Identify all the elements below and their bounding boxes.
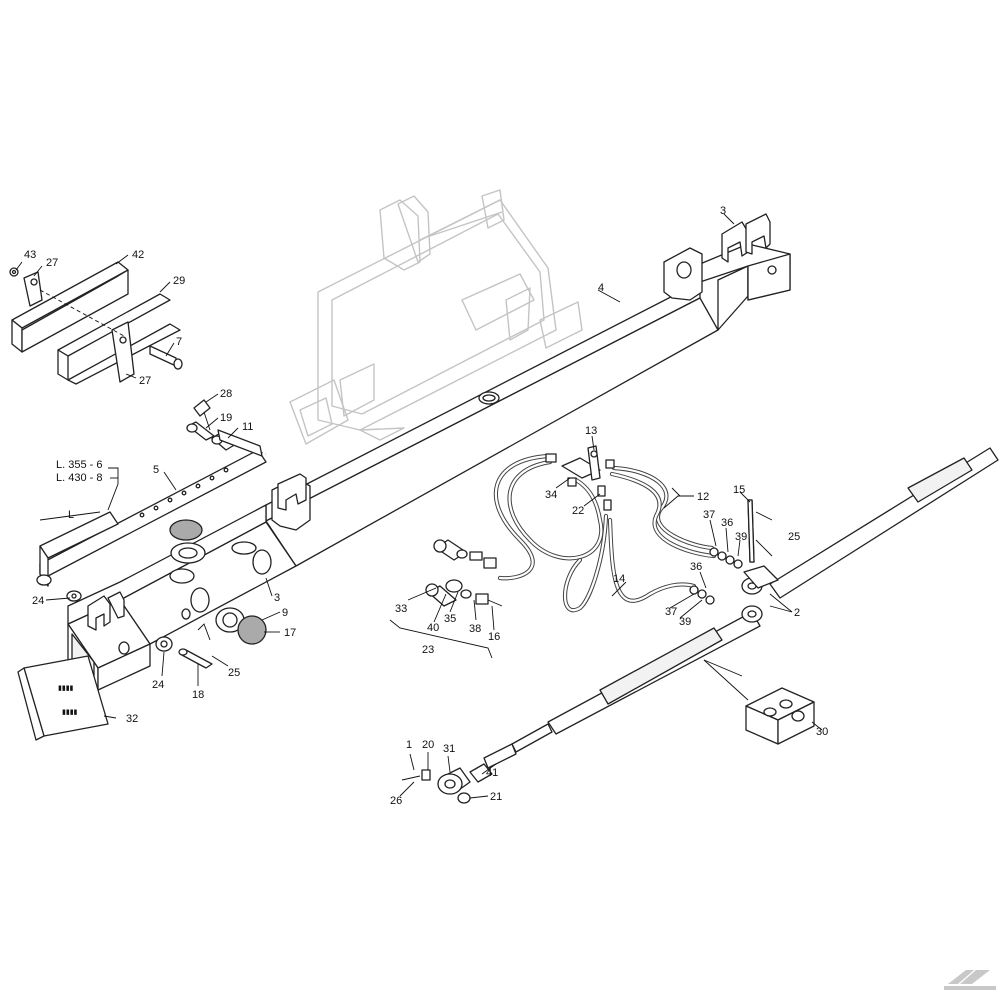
pin-18-washer-24 [155, 623, 213, 669]
callout-42: 42 [132, 249, 144, 261]
main-beam-4 [265, 213, 791, 567]
callout-41: 41 [486, 767, 498, 779]
bracket-assembly-42-29 [9, 261, 183, 385]
callout-25: 25 [228, 667, 240, 679]
hydraulic-hoses-12-14 [493, 453, 717, 613]
callout-3: 3 [720, 205, 726, 217]
callout-labels: 43 27 42 29 7 27 28 19 11 L. 355 - 6 L. … [24, 205, 828, 807]
callout-16: 16 [488, 631, 500, 643]
leader-lines [15, 213, 823, 799]
cover-32: ▮▮▮▮ ▮▮▮▮ [17, 655, 109, 741]
front-tube-3 [67, 504, 297, 691]
callout-24: 24 [152, 679, 164, 691]
callout-length-2: L. 430 - 8 [56, 472, 102, 484]
callout-35: 35 [444, 613, 456, 625]
callout-26: 26 [390, 795, 402, 807]
callout-43: 43 [24, 249, 36, 261]
callout-12: 12 [697, 491, 709, 503]
callout-32: 32 [126, 713, 138, 725]
callout-24: 24 [32, 595, 44, 607]
callout-38: 38 [469, 623, 481, 635]
callout-21: 21 [490, 791, 502, 803]
callout-36: 36 [721, 517, 733, 529]
fittings-13-34-22 [545, 445, 615, 511]
extension-arm-5 [36, 439, 267, 602]
callout-29: 29 [173, 275, 185, 287]
callout-33: 33 [395, 603, 407, 615]
callout-18: 18 [192, 689, 204, 701]
callout-4: 4 [598, 282, 604, 294]
callout-15: 15 [733, 484, 745, 496]
callout-2: 2 [794, 607, 800, 619]
pin-15 [747, 499, 755, 563]
callout-37: 37 [665, 606, 677, 618]
callout-17: 17 [284, 627, 296, 639]
rod-end-31 [401, 763, 493, 804]
callout-14: 14 [613, 573, 625, 585]
hydraulic-cylinder-lower [483, 605, 763, 769]
callout-28: 28 [220, 388, 232, 400]
callout-40: 40 [427, 622, 439, 634]
callout-20: 20 [422, 739, 434, 751]
callout-7: 7 [176, 336, 182, 348]
callout-34: 34 [545, 489, 557, 501]
callout-11: 11 [242, 421, 253, 433]
loader-frame-ghost [289, 189, 583, 445]
valve-block-30 [703, 659, 815, 745]
callout-27: 27 [139, 375, 151, 387]
callout-39: 39 [679, 616, 691, 628]
callout-19: 19 [220, 412, 232, 424]
callout-39: 39 [735, 531, 747, 543]
svg-text:▮▮▮▮: ▮▮▮▮ [58, 685, 74, 692]
logo-mark [944, 970, 996, 990]
callout-9: 9 [282, 607, 288, 619]
callout-5: 5 [153, 464, 159, 476]
callout-31: 31 [443, 743, 455, 755]
callout-L: L [68, 509, 74, 521]
rings-9-17 [169, 519, 267, 645]
callout-23: 23 [422, 644, 434, 656]
callout-25: 25 [788, 531, 800, 543]
callout-1: 1 [406, 739, 412, 751]
couplings-23 [425, 539, 503, 607]
callout-3: 3 [274, 592, 280, 604]
svg-text:▮▮▮▮: ▮▮▮▮ [62, 709, 78, 716]
callout-22: 22 [572, 505, 584, 517]
callout-30: 30 [816, 726, 828, 738]
callout-13: 13 [585, 425, 597, 437]
callout-27: 27 [46, 257, 58, 269]
callout-length-1: L. 355 - 6 [56, 459, 102, 471]
hydraulic-cylinder-upper [741, 447, 999, 599]
callout-37: 37 [703, 509, 715, 521]
callout-36: 36 [690, 561, 702, 573]
